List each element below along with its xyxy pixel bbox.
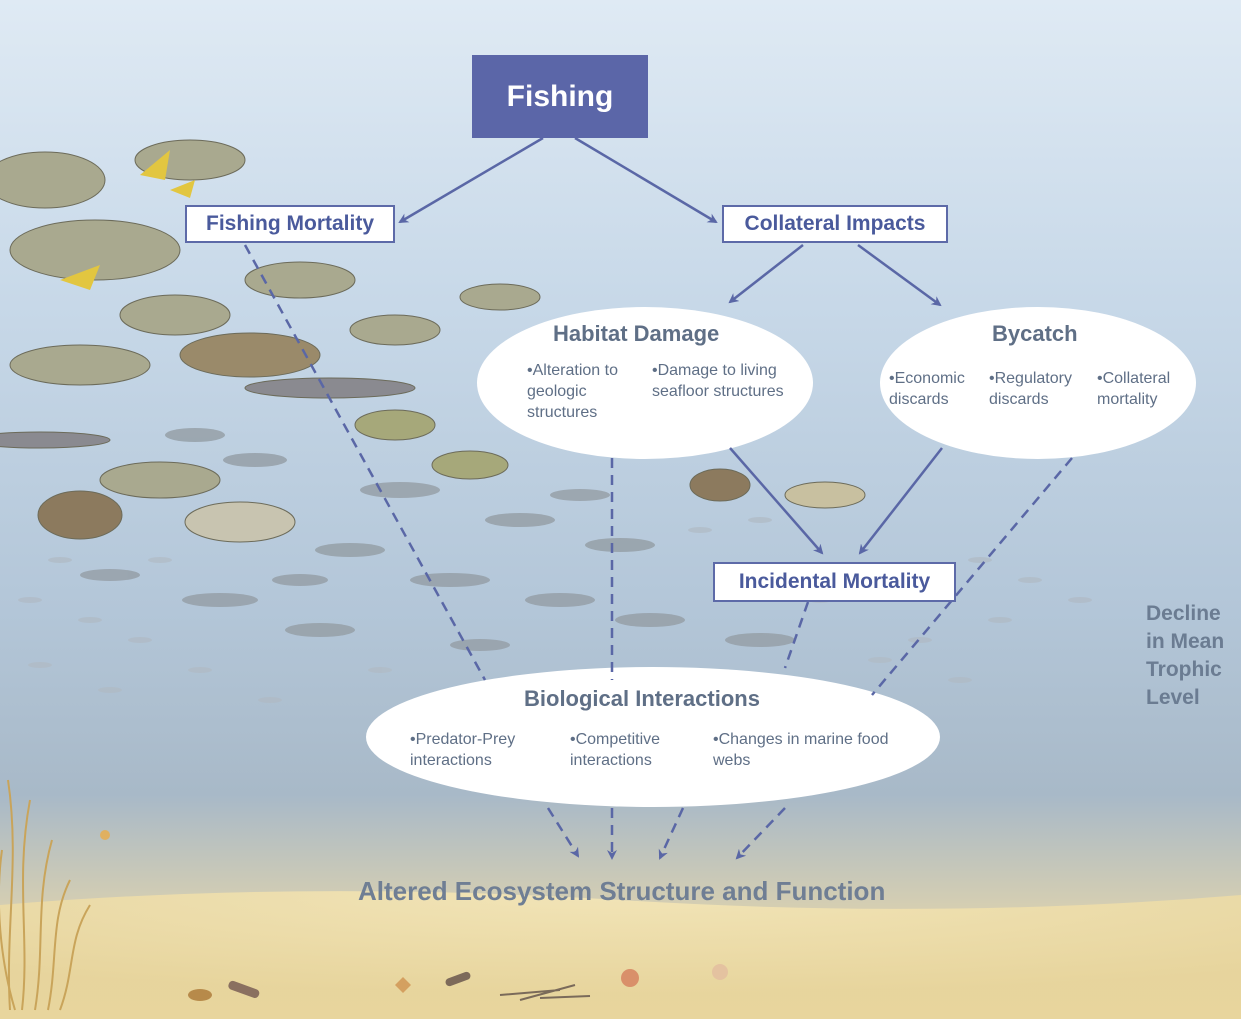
fish-school-icon xyxy=(0,139,1092,703)
outcome-label: Altered Ecosystem Structure and Function xyxy=(358,876,886,906)
arrow-bio-to-outcome-4 xyxy=(735,807,786,860)
bycatch-item: •Collateral mortality xyxy=(1097,370,1171,408)
bycatch-ellipse xyxy=(880,307,1196,459)
arrow-fishing-to-collateral xyxy=(574,136,718,224)
arrow-bycatch-to-incidental xyxy=(858,447,943,555)
incidental-mortality-node: Incidental Mortality xyxy=(713,562,956,602)
fishing-node: Fishing xyxy=(472,55,648,138)
arrow-fishing-to-mortality xyxy=(398,136,544,224)
habitat-damage-ellipse xyxy=(477,307,813,459)
arrow-bio-to-outcome-1 xyxy=(546,807,580,858)
arrow-collateral-to-habitat xyxy=(728,244,804,304)
biological-interactions-title: Biological Interactions xyxy=(524,686,760,711)
seafloor-debris-icon xyxy=(100,830,728,1001)
trophic-line: Level xyxy=(1146,686,1200,709)
biological-interactions-item: •Predator-Prey interactions xyxy=(410,731,516,769)
fishing-mortality-node: Fishing Mortality xyxy=(185,205,395,243)
bycatch-item: •Economic discards xyxy=(889,370,965,408)
arrow-habitat-to-incidental xyxy=(729,447,824,555)
trophic-level-label: Decline in Mean Trophic Level xyxy=(1146,600,1224,712)
habitat-damage-title: Habitat Damage xyxy=(553,321,720,346)
bycatch-item: •Regulatory discards xyxy=(989,370,1072,408)
biological-interactions-item: •Competitive interactions xyxy=(570,731,661,769)
collateral-impacts-node: Collateral Impacts xyxy=(722,205,948,243)
dashed-line-fishing-mortality xyxy=(243,244,487,681)
biological-interactions-ellipse xyxy=(366,667,940,807)
dashed-line-bycatch xyxy=(871,457,1073,696)
trophic-line: Decline xyxy=(1146,602,1221,625)
trophic-line: Trophic xyxy=(1146,658,1222,681)
seaweed-icon xyxy=(0,779,91,1011)
arrow-collateral-to-bycatch xyxy=(857,243,942,307)
seafloor xyxy=(0,891,1241,1019)
habitat-damage-item: •Alteration to geologic structures xyxy=(527,362,618,421)
trophic-line: in Mean xyxy=(1146,630,1225,653)
biological-interactions-item: •Changes in marine food webs xyxy=(713,731,889,769)
arrow-bio-to-outcome-3 xyxy=(658,807,685,860)
dashed-line-incidental xyxy=(783,601,810,669)
bycatch-title: Bycatch xyxy=(992,321,1078,346)
habitat-damage-item: •Damage to living seafloor structures xyxy=(652,362,784,400)
